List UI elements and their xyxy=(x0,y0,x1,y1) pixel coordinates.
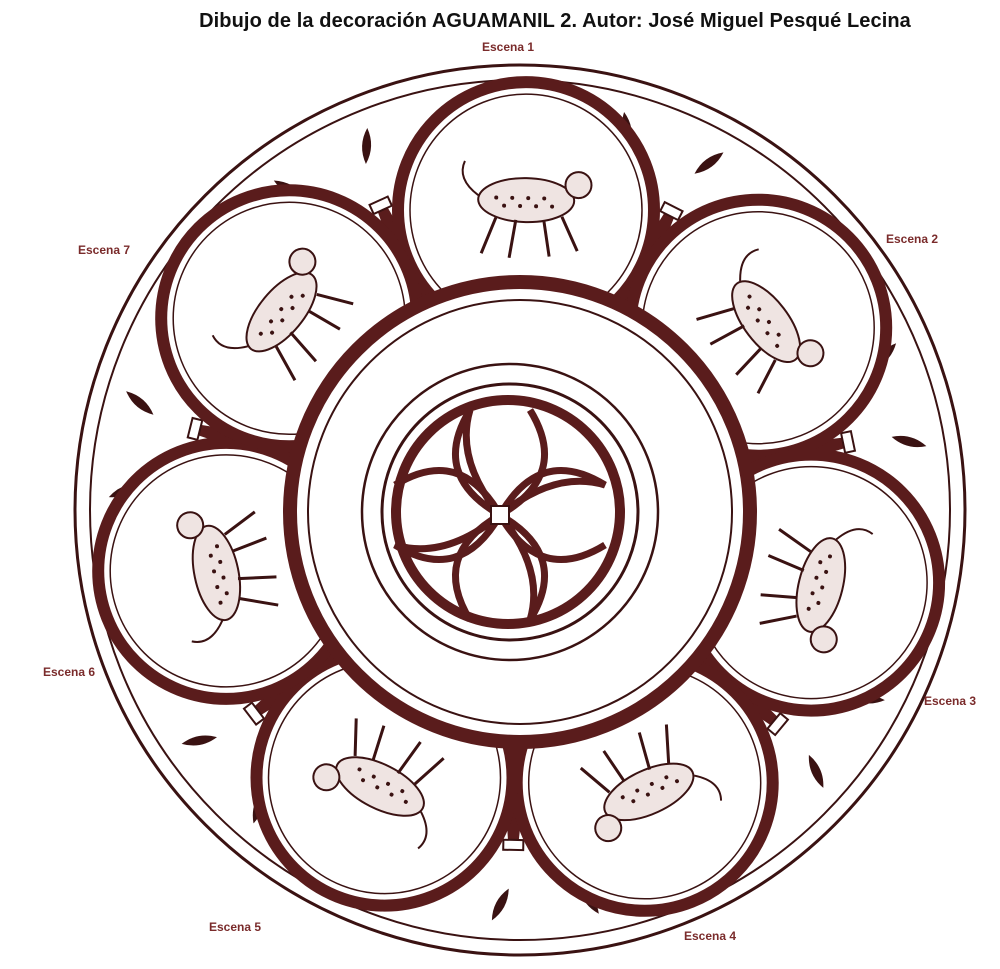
falling-figure xyxy=(312,718,445,850)
central-band-line xyxy=(307,299,733,725)
pillar-capital xyxy=(242,701,266,726)
leaf-icon xyxy=(362,128,372,164)
scene-label: Escena 6 xyxy=(43,665,95,679)
page-title: Dibujo de la decoración AGUAMANIL 2. Aut… xyxy=(199,10,911,32)
standing-animal xyxy=(176,510,279,643)
rosette-frame-outer xyxy=(380,382,640,642)
outer-rim xyxy=(73,63,967,957)
leaf-icon xyxy=(126,391,154,415)
rosette-blade xyxy=(452,408,503,519)
scene-labels: Escena 1 Escena 2 Escena 3 Escena 4 Escena 5… xyxy=(43,40,976,943)
pillar-capital xyxy=(766,711,790,737)
pillar-capital xyxy=(186,416,204,442)
rosette-center xyxy=(490,505,510,525)
scene-label: Escena 7 xyxy=(78,243,130,257)
scene-label: Escena 5 xyxy=(209,920,261,934)
rosette-blade xyxy=(497,511,548,622)
pillar-capital xyxy=(368,195,394,216)
rosette-blade xyxy=(452,511,502,622)
scene-label: Escena 4 xyxy=(684,929,736,943)
pillar-capital xyxy=(839,430,857,454)
leaf-icon xyxy=(808,754,824,788)
rosette-blade xyxy=(496,467,607,518)
bull-figure xyxy=(211,247,354,381)
scene-figures xyxy=(176,160,874,850)
hunter-figure xyxy=(461,160,593,259)
pillar-capital xyxy=(502,838,525,852)
jumping-animal xyxy=(696,248,825,394)
leaf-icon xyxy=(891,435,927,448)
running-animal xyxy=(579,724,723,843)
rosette-blade xyxy=(393,512,504,563)
leaf-icon xyxy=(491,888,509,921)
leaf-icon xyxy=(181,735,217,746)
scene-label: Escena 2 xyxy=(886,232,938,246)
scene-label: Escena 3 xyxy=(924,694,976,708)
scene-label: Escena 1 xyxy=(482,40,534,54)
whirl-rosette xyxy=(393,408,607,622)
pillar-capital xyxy=(658,200,684,222)
central-ring xyxy=(360,362,660,662)
rosette-blade xyxy=(498,408,548,519)
leaf-icon xyxy=(694,152,724,174)
rosette-blade xyxy=(496,513,607,563)
spotted-deer xyxy=(759,528,874,654)
